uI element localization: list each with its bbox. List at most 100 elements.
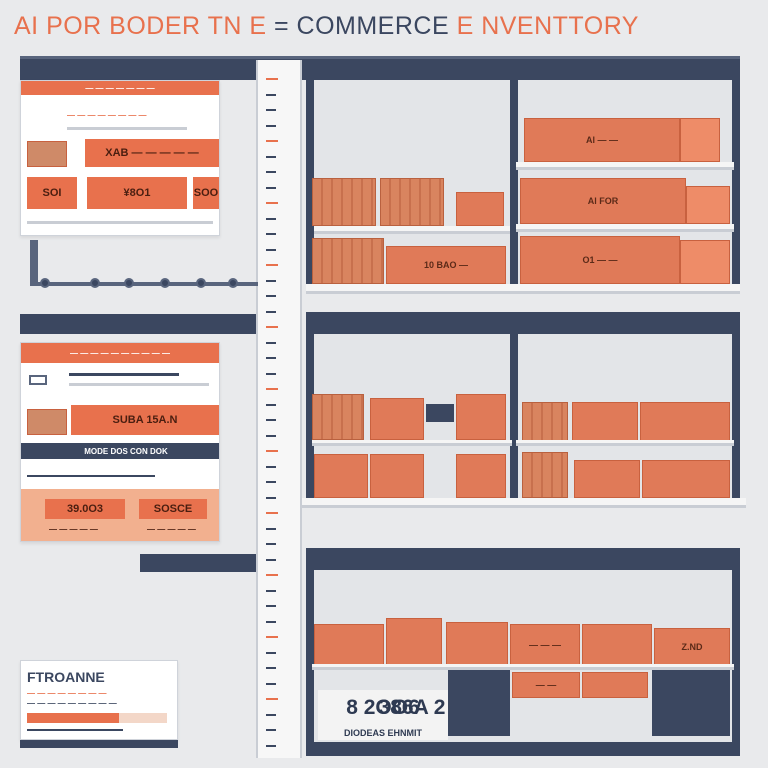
stat-right[interactable]: SOO xyxy=(193,177,219,209)
conveyor-roller-icon xyxy=(160,278,170,288)
measurement-ruler xyxy=(256,60,302,758)
ruler-tick xyxy=(266,465,276,468)
inventory-box xyxy=(680,240,730,284)
stat-right[interactable]: SOSCE xyxy=(139,499,207,519)
shelf-board xyxy=(312,664,734,670)
ruler-tick xyxy=(266,217,276,220)
inventory-box: Al FOR xyxy=(520,178,686,224)
inventory-box xyxy=(582,624,652,666)
divider xyxy=(69,373,179,376)
inventory-box xyxy=(456,192,504,226)
shelf-gap xyxy=(426,404,454,422)
conveyor-support xyxy=(30,240,38,286)
ruler-tick xyxy=(266,357,276,359)
ruler-tick xyxy=(266,248,276,251)
bottom-card-base xyxy=(20,740,178,748)
mid-shelf-left-post xyxy=(306,334,314,504)
inventory-box xyxy=(572,402,638,442)
box-thumbnail-icon xyxy=(27,409,67,435)
inventory-box xyxy=(386,618,442,666)
conveyor-rail xyxy=(30,282,258,286)
bottom-shelf-beam xyxy=(306,548,740,570)
inventory-box xyxy=(314,624,384,666)
inventory-box xyxy=(680,118,720,162)
ruler-tick xyxy=(266,264,278,266)
mid-shelf-mid-post xyxy=(510,334,518,504)
ruler-tick xyxy=(266,202,278,204)
dark-bin xyxy=(652,670,730,736)
stat-left[interactable]: SOI xyxy=(27,177,77,209)
shelf-board xyxy=(516,224,734,232)
ruler-tick xyxy=(266,279,276,282)
ruler-tick xyxy=(266,620,276,623)
ruler-tick xyxy=(266,124,276,127)
card-header: — — — — — — — — — — xyxy=(21,343,219,363)
top-shelf-beam-edge xyxy=(20,56,740,59)
conveyor-roller-icon xyxy=(228,278,238,288)
crate-stack xyxy=(312,178,376,226)
info-bar-text: MODE DOS CON DOK xyxy=(84,447,168,456)
ruler-tick xyxy=(266,419,276,421)
card-price-tag[interactable]: XAB — — — — — xyxy=(85,139,219,167)
ruler-tick xyxy=(266,636,278,638)
conveyor-roller-icon xyxy=(40,278,50,288)
card-header: — — — — — — — xyxy=(21,81,219,95)
inventory-box xyxy=(686,186,730,224)
ruler-tick xyxy=(266,589,276,592)
price-display-left: 8 2OO6 xyxy=(318,690,448,726)
box-label: — — — xyxy=(528,640,561,650)
ruler-tick xyxy=(266,496,276,499)
footer-left-text: — — — — — xyxy=(49,525,98,534)
inventory-box: 10 BAO — xyxy=(386,246,506,284)
card-title: FTROANNE xyxy=(27,669,105,685)
inventory-card-top[interactable]: — — — — — — — — — — — — — — — XAB — — — … xyxy=(20,80,220,236)
ruler-tick xyxy=(266,78,278,80)
inventory-box xyxy=(574,460,640,498)
inventory-card-mid[interactable]: — — — — — — — — — — SUBA 15A.N MODE DOS … xyxy=(20,342,220,542)
ruler-tick xyxy=(266,713,276,716)
ruler-tick xyxy=(266,295,276,297)
conveyor-roller-icon xyxy=(196,278,206,288)
inventory-card-bottom[interactable]: FTROANNE — — — — — — — — — — — — — — — —… xyxy=(20,660,178,740)
ruler-tick xyxy=(266,527,276,530)
inventory-box xyxy=(582,672,648,698)
divider xyxy=(67,127,187,130)
stat-center[interactable]: ¥8O1 xyxy=(87,177,187,209)
title-part3: E NVENTTORY xyxy=(449,12,639,40)
ruler-tick xyxy=(266,729,276,731)
ruler-tick xyxy=(266,450,278,452)
card-price-tag[interactable]: SUBA 15A.N xyxy=(71,405,219,435)
dark-bin xyxy=(448,670,510,736)
ruler-tick xyxy=(266,93,276,96)
ruler-tick xyxy=(266,310,276,313)
box-thumbnail-icon xyxy=(27,141,67,167)
ruler-tick xyxy=(266,744,276,747)
crate-stack xyxy=(522,452,568,498)
divider xyxy=(27,475,155,477)
bottom-left-beam xyxy=(140,554,256,572)
ruler-tick xyxy=(266,171,276,173)
ruler-tick xyxy=(266,233,276,235)
ruler-tick xyxy=(266,574,278,576)
ruler-tick xyxy=(266,388,278,390)
ruler-tick xyxy=(266,481,276,483)
mid-left-beam xyxy=(20,314,256,334)
top-shelf-floor xyxy=(306,284,740,294)
crate-stack xyxy=(380,178,444,226)
top-shelf-mid-post xyxy=(510,80,518,294)
footer-right-text: — — — — — xyxy=(147,525,196,534)
top-shelf-left-post xyxy=(306,80,314,294)
shelf-board xyxy=(516,162,734,170)
ruler-tick xyxy=(266,682,276,685)
top-shelf-right-post xyxy=(732,80,740,294)
price-left: 8 2OO6 xyxy=(346,696,420,719)
ruler-tick xyxy=(266,155,276,158)
stat-left[interactable]: 39.0O3 xyxy=(45,499,125,519)
bottom-shelf-right-post xyxy=(732,570,740,756)
inventory-box xyxy=(456,394,506,440)
card-line-2: — — — — — — — — — xyxy=(27,699,117,708)
stock-progress-fill xyxy=(27,713,119,723)
bottom-shelf-floor xyxy=(306,742,740,756)
ruler-tick xyxy=(266,109,276,111)
checkbox-icon[interactable] xyxy=(29,375,47,385)
